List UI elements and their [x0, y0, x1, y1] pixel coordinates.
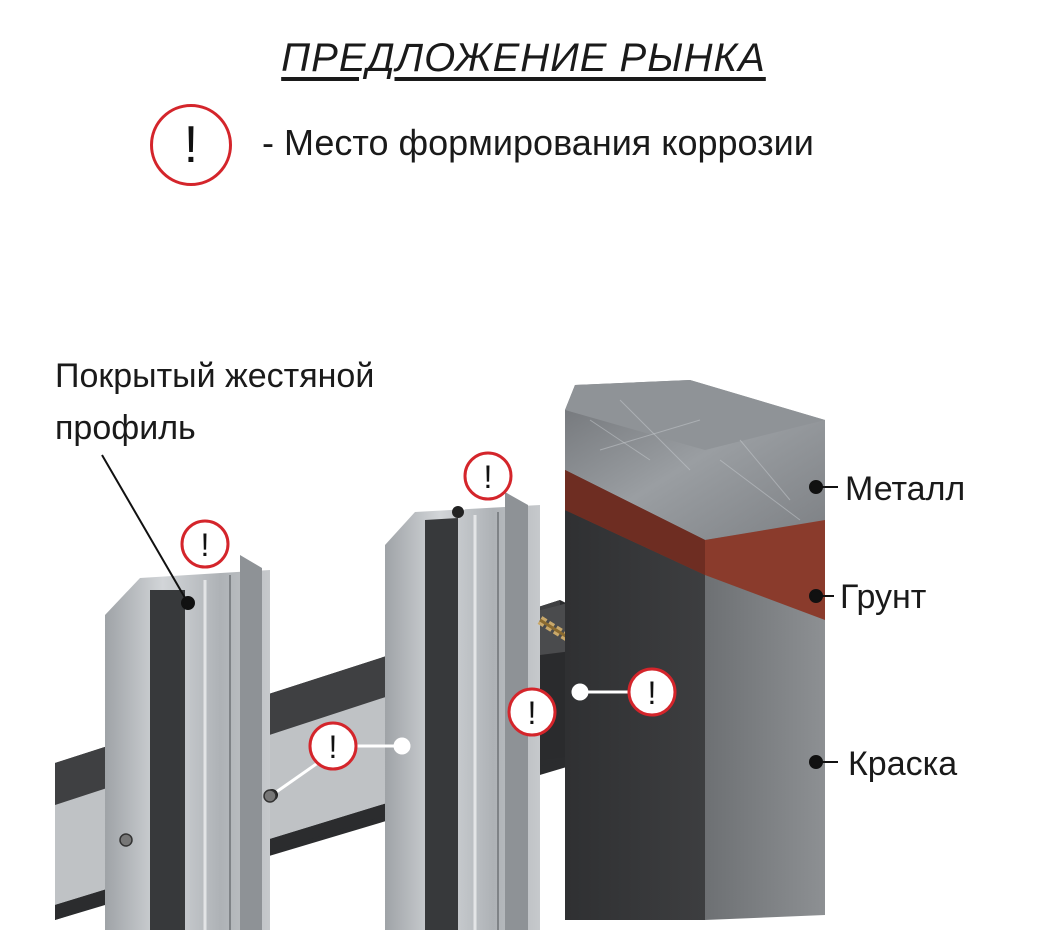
corrosion-marker-bracket: ! — [507, 687, 557, 737]
exclamation-icon: ! — [484, 459, 493, 495]
exclamation-icon: ! — [329, 729, 338, 765]
corrosion-markers: ! ! ! ! ! — [180, 451, 677, 771]
exclamation-icon: ! — [150, 104, 232, 186]
post — [565, 380, 825, 920]
rivets — [119, 789, 277, 847]
corrosion-marker-middle-top: ! — [463, 451, 513, 501]
corrosion-marker-rivet: ! — [308, 721, 358, 771]
exclamation-icon: ! — [648, 675, 657, 711]
legend-text: - Место формирования коррозии — [262, 122, 814, 163]
exclamation-icon: ! — [528, 695, 537, 731]
corrosion-marker-weld: ! — [627, 667, 677, 717]
page-title: ПРЕДЛОЖЕНИЕ РЫНКА — [281, 36, 766, 80]
leader-lines — [101, 454, 838, 769]
label-profile-line1: Покрытый жестяной — [55, 357, 375, 395]
label-paint: Краска — [848, 745, 958, 783]
label-coated-profile: Покрытый жестяной профиль — [55, 350, 374, 454]
corrosion-marker-left-top: ! — [180, 519, 230, 569]
left-picket — [105, 555, 270, 930]
label-profile-line2: профиль — [55, 409, 196, 447]
label-metal: Металл — [845, 470, 966, 508]
label-primer: Грунт — [840, 578, 927, 616]
middle-picket — [385, 492, 540, 930]
exclamation-icon: ! — [201, 527, 210, 563]
